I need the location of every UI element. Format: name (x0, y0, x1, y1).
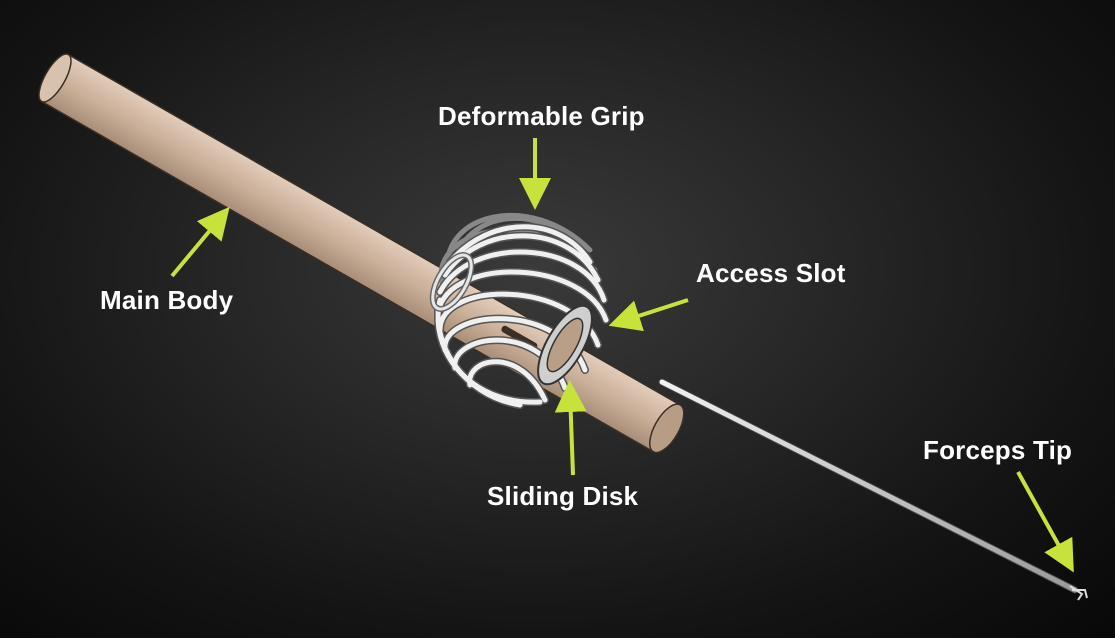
main-body-cylinder (38, 53, 685, 454)
forceps-rod (658, 378, 1079, 594)
arrow-main-body (170, 206, 230, 278)
label-main-body: Main Body (100, 285, 234, 315)
deformable-grip-cage (429, 213, 610, 409)
sliding-disk (537, 304, 593, 386)
label-sliding-disk: Sliding Disk (487, 481, 639, 511)
arrow-forceps-tip (1016, 471, 1074, 573)
label-access-slot: Access Slot (696, 258, 846, 288)
arrow-access-slot (608, 298, 689, 332)
forceps-tip (1069, 585, 1088, 601)
arrow-sliding-disk (554, 380, 587, 476)
body-end-cap (649, 403, 685, 454)
pointer-arrows (170, 138, 1074, 573)
label-deformable-grip: Deformable Grip (438, 101, 645, 131)
label-forceps-tip: Forceps Tip (923, 435, 1073, 465)
